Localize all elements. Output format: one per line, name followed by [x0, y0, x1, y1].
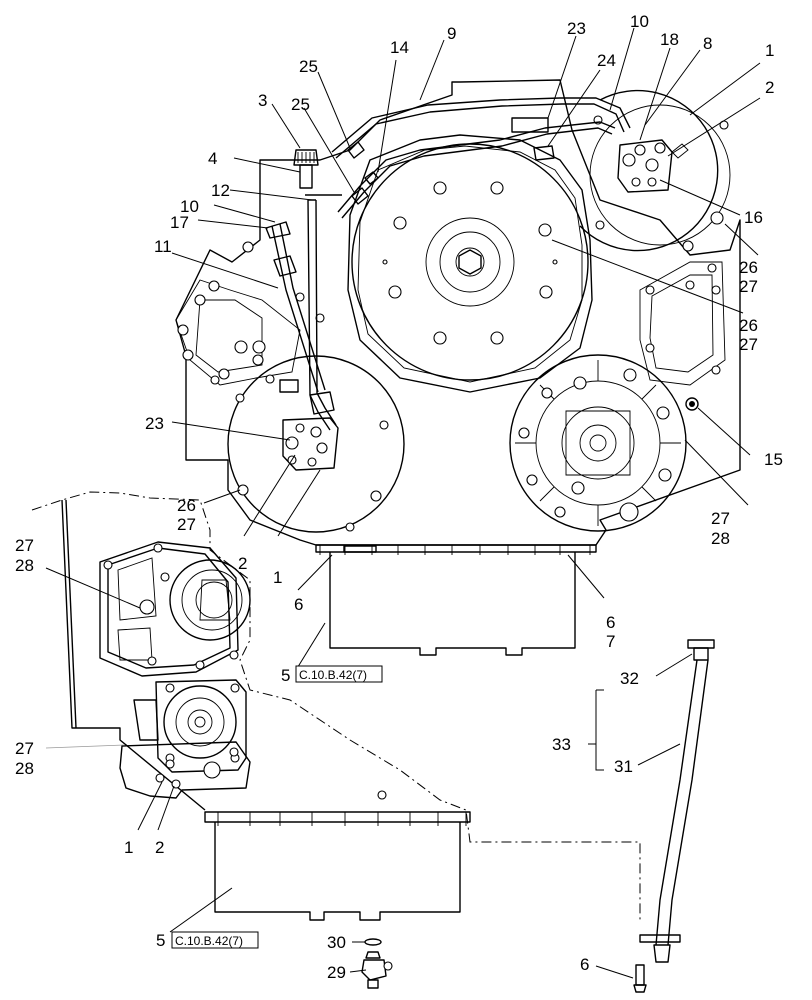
callout-5-bottom: 5	[156, 931, 165, 950]
leader-lines	[45, 27, 761, 979]
callout-25-a: 25	[299, 57, 318, 76]
callout-2-mid: 2	[238, 554, 247, 573]
pump-ribs	[515, 360, 681, 526]
callout-28-e: 28	[15, 556, 34, 575]
callout-15: 15	[764, 450, 783, 469]
drain-plug-assembly	[361, 938, 393, 989]
callout-28-d: 28	[711, 529, 730, 548]
callout-14: 14	[390, 38, 409, 57]
callout-27-c: 27	[177, 515, 196, 534]
valve-block-upper	[617, 139, 689, 193]
callout-3: 3	[258, 91, 267, 110]
callout-10-left: 10	[180, 197, 199, 216]
ref-box-2	[171, 931, 259, 949]
callout-27-a: 27	[739, 277, 758, 296]
ref-label-1: C.10.B.42(7)	[299, 668, 367, 682]
callout-8: 8	[703, 34, 712, 53]
callout-12: 12	[211, 181, 230, 200]
oil-pan-upper	[319, 545, 591, 656]
callout-31: 31	[614, 757, 633, 776]
ref-box-1	[295, 665, 383, 683]
callout-27-f: 27	[15, 739, 34, 758]
dipstick-assembly	[633, 639, 715, 993]
callout-26-c: 26	[177, 496, 196, 515]
callout-25-b: 25	[291, 95, 310, 114]
callout-2-bottom: 2	[155, 838, 164, 857]
callout-33: 33	[552, 735, 571, 754]
callout-1-mid: 1	[273, 568, 282, 587]
callout-11: 11	[154, 237, 172, 256]
callout-23-top: 23	[567, 19, 586, 38]
callout-2: 2	[765, 78, 774, 97]
reference-boxes: C.10.B.42(7) C.10.B.42(7)	[171, 665, 383, 949]
callout-32: 32	[620, 669, 639, 688]
callout-9: 9	[447, 24, 456, 43]
callout-27-d: 27	[711, 509, 730, 528]
ref-label-2: C.10.B.42(7)	[175, 934, 243, 948]
callout-23-left: 23	[145, 414, 164, 433]
callout-26-a: 26	[739, 258, 758, 277]
callout-26-b: 26	[739, 316, 758, 335]
callout-1-bottom: 1	[124, 838, 133, 857]
callout-28-f: 28	[15, 759, 34, 778]
callout-1: 1	[765, 41, 774, 60]
callout-10-top: 10	[630, 12, 649, 31]
callout-24: 24	[597, 51, 616, 70]
callout-16: 16	[744, 208, 763, 227]
callout-7: 7	[606, 632, 615, 651]
drive-cover-bolts	[382, 181, 558, 345]
callout-labels: 1 2 3 4 8 9 10 10 11 12 14 15 16 17 18 2…	[15, 12, 783, 982]
callout-6-right: 6	[606, 613, 615, 632]
callout-27-e: 27	[15, 536, 34, 555]
callout-30: 30	[327, 933, 346, 952]
valve-block-lower	[282, 417, 339, 471]
breather-assembly	[293, 149, 319, 189]
plug-15	[685, 397, 699, 411]
callout-29: 29	[327, 963, 346, 982]
callout-17: 17	[170, 213, 189, 232]
callout-6-left: 6	[294, 595, 303, 614]
callout-18: 18	[660, 30, 679, 49]
callout-27-b: 27	[739, 335, 758, 354]
hydraulic-tubes	[265, 97, 631, 431]
callout-4: 4	[208, 149, 217, 168]
callout-6-bottom: 6	[580, 955, 589, 974]
callout-5-top: 5	[281, 666, 290, 685]
gearbox-housing	[175, 79, 741, 553]
detail-view-lower	[31, 491, 641, 921]
